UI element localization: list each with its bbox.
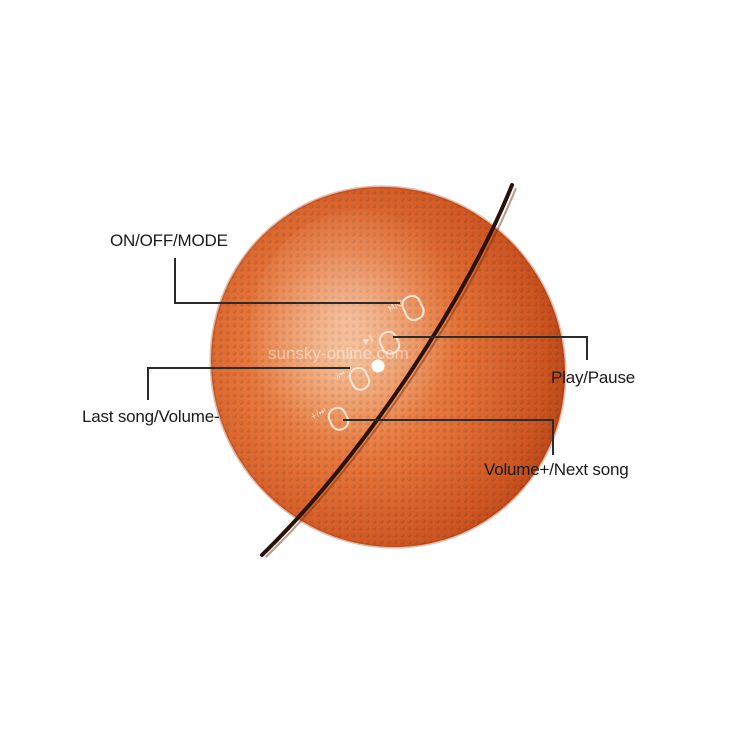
leader-line-on-off-mode (174, 258, 400, 304)
leader-line-volume-up (343, 419, 554, 455)
label-last-song-volume-down: Last song/Volume- (82, 407, 220, 426)
ball-seam (260, 183, 514, 557)
label-on-off-mode: ON/OFF/MODE (110, 231, 228, 250)
indicator-light (371, 359, 385, 373)
svg-text:▶‖: ▶‖ (362, 333, 375, 346)
label-volume-up-next-song: Volume+/Next song (484, 460, 629, 479)
leader-line-last-song (147, 367, 350, 400)
leader-line-play-pause (393, 336, 588, 360)
play-pause-button[interactable]: ▶‖ (362, 329, 402, 356)
label-play-pause: Play/Pause (551, 368, 635, 387)
